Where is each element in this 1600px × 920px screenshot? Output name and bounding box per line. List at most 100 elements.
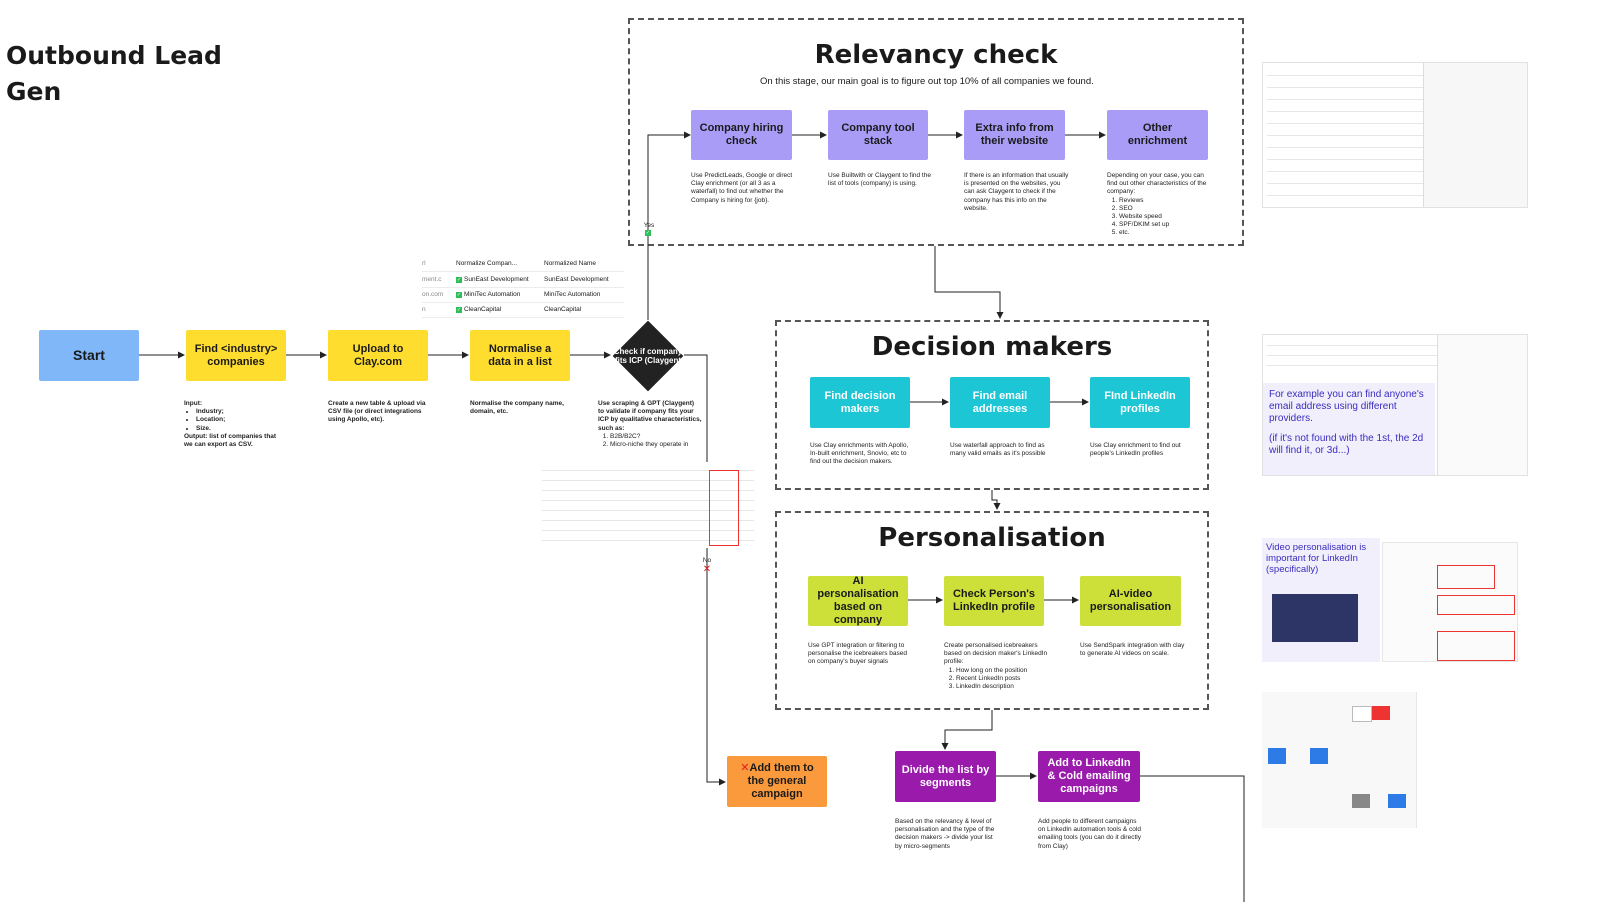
ai-video-desc: Use SendSpark integration with clay to g… (1080, 642, 1185, 658)
find-companies-desc-tail: Output: list of companies that we can ex… (184, 432, 277, 449)
divide-list-desc: Based on the relevancy & level of person… (895, 818, 995, 850)
other-enrichment-desc-head: Depending on your case, you can find out… (1107, 172, 1207, 196)
ai-video-node[interactable]: AI-video personalisation (1080, 576, 1181, 626)
no-marker: No ✕ (698, 557, 716, 575)
no-label: No (702, 557, 712, 564)
video-callout: Video personalisation is important for L… (1262, 538, 1380, 662)
find-linkedin-desc: Use Clay enrichment to find out people's… (1090, 442, 1181, 458)
normalize-table-screenshot: rl Normalize Compan... Normalized Name m… (422, 256, 624, 318)
highlight-column (709, 470, 739, 546)
upload-clay-node[interactable]: Upload to Clay.com (328, 330, 428, 381)
normalize-cell: MiniTec Automation (544, 291, 601, 298)
workflow-node (1352, 706, 1372, 722)
yes-label: Yes (643, 222, 655, 229)
no-cross-icon: ✕ (702, 564, 712, 575)
workflow-node (1388, 794, 1406, 808)
decision-makers-title: Decision makers (871, 332, 1113, 362)
normalize-cell: SunEast Development (464, 276, 529, 283)
general-campaign-node[interactable]: ✕Add them to the general campaign (727, 756, 827, 807)
find-email-node[interactable]: Find email addresses (950, 377, 1050, 428)
ai-personalisation-node[interactable]: AI personalisation based on company (808, 575, 908, 626)
find-companies-desc: Input: Industry; Location; Size. Output:… (184, 400, 284, 449)
check-icp-decision[interactable]: Check if company fits ICP (Claygent (612, 320, 684, 392)
normalize-cell: MiniTec Automation (464, 291, 521, 298)
find-companies-desc-item: Industry; (196, 408, 284, 416)
check-icp-desc-item: B2B/B2C? (610, 433, 702, 441)
check-icp-desc: Use scraping & GPT (Claygent) to validat… (598, 400, 702, 449)
relevancy-check-title: Relevancy check (814, 40, 1058, 70)
find-email-desc: Use waterfall approach to find as many v… (950, 442, 1046, 458)
tool-stack-node[interactable]: Company tool stack (828, 110, 928, 160)
find-decision-makers-node[interactable]: Find decision makers (810, 377, 910, 428)
campaign-workflow-thumbnail (1262, 692, 1528, 828)
other-enrichment-node[interactable]: Other enrichment (1107, 110, 1208, 160)
video-preview (1272, 594, 1358, 642)
tool-stack-desc: Use Builtwith or Claygent to find the li… (828, 172, 931, 188)
cell-details-thumbnail (1262, 62, 1528, 208)
icp-table-thumbnail (538, 462, 758, 548)
check-icon: ✓ (456, 292, 462, 298)
extra-info-node[interactable]: Extra info from their website (964, 110, 1065, 160)
other-enrichment-desc-item: SPF/DKIM set up (1119, 221, 1211, 229)
check-icon: ✓ (456, 307, 462, 313)
workflow-settings-panel (1416, 692, 1528, 828)
check-person-desc: Create personalised icebreakers based on… (944, 642, 1052, 691)
relevancy-check-section: Relevancy check On this stage, our main … (628, 18, 1244, 246)
normalise-desc: Normalise the company name, domain, etc. (470, 400, 564, 416)
rejected-cross-icon: ✕ (740, 762, 750, 774)
check-icp-label: Check if company fits ICP (Claygent (613, 346, 683, 366)
video-callout-text: Video personalisation is important for L… (1266, 542, 1367, 575)
add-linkedin-desc: Add people to different campaigns on Lin… (1038, 818, 1141, 850)
start-node[interactable]: Start (39, 330, 139, 381)
divide-list-node[interactable]: Divide the list by segments (895, 751, 996, 802)
cell-details-panel (1423, 63, 1527, 207)
normalise-node[interactable]: Normalise a data in a list (470, 330, 570, 381)
other-enrichment-desc-item: Reviews (1119, 197, 1211, 205)
yes-check-icon: ✓ (645, 230, 651, 236)
find-companies-desc-head: Input: (184, 400, 203, 407)
normalize-header-left: Normalize Compan... (456, 260, 518, 267)
check-person-desc-item: LinkedIn description (956, 683, 1052, 691)
upload-clay-desc: Create a new table & upload via CSV file… (328, 400, 426, 424)
normalize-table-row: ment.c ✓SunEast Development SunEast Deve… (422, 272, 624, 288)
check-person-desc-head: Create personalised icebreakers based on… (944, 642, 1048, 666)
check-icp-desc-head: Use scraping & GPT (Claygent) to validat… (598, 400, 702, 432)
normalize-table-header: rl Normalize Compan... Normalized Name (422, 256, 624, 272)
check-icp-desc-item: Micro-niche they operate in (610, 441, 702, 449)
workflow-node (1352, 794, 1370, 808)
other-enrichment-desc-item: SEO (1119, 205, 1211, 213)
workflow-node (1310, 748, 1328, 764)
other-enrichment-desc: Depending on your case, you can find out… (1107, 172, 1211, 238)
check-person-node[interactable]: Check Person's LinkedIn profile (944, 576, 1044, 626)
hiring-check-desc: Use PredictLeads, Google or direct Clay … (691, 172, 793, 204)
normalize-cell: CleanCapital (464, 306, 502, 313)
other-enrichment-desc-item: etc. (1119, 229, 1211, 237)
personalisation-section: Personalisation (775, 511, 1209, 710)
normalize-table-row: on.com ✓MiniTec Automation MiniTec Autom… (422, 287, 624, 303)
add-linkedin-node[interactable]: Add to LinkedIn & Cold emailing campaign… (1038, 751, 1140, 802)
find-linkedin-node[interactable]: FInd LinkedIn profiles (1090, 377, 1190, 428)
normalize-table-row: n ✓CleanCapital CleanCapital (422, 302, 624, 318)
yes-marker: Yes ✓ (640, 222, 658, 236)
decision-makers-section: Decision makers (775, 320, 1209, 490)
extra-info-desc: If there is an information that usually … (964, 172, 1069, 212)
ai-personalisation-desc: Use GPT integration or filtering to pers… (808, 642, 908, 666)
normalize-header-right: Normalized Name (544, 260, 597, 267)
workflow-node (1372, 706, 1390, 720)
check-person-desc-item: How long on the position (956, 667, 1052, 675)
find-companies-node[interactable]: Find <industry> companies (186, 330, 286, 381)
email-callout-line2: (if it's not found with the 1st, the 2d … (1269, 433, 1424, 456)
normalize-cell: CleanCapital (544, 306, 582, 313)
video-personalisation-thumbnail: Video personalisation is important for L… (1262, 538, 1518, 662)
work-email-panel (1437, 335, 1527, 475)
general-campaign-label: Add them to the general campaign (747, 762, 814, 800)
personalisation-title: Personalisation (878, 523, 1106, 553)
email-callout-line1: For example you can find anyone's email … (1269, 389, 1424, 424)
find-companies-desc-item: Location; (196, 416, 284, 424)
board-title: Outbound Lead Gen (6, 41, 222, 106)
check-person-desc-item: Recent LinkedIn posts (956, 675, 1052, 683)
hiring-check-node[interactable]: Company hiring check (691, 110, 792, 160)
video-settings-panel (1382, 542, 1518, 662)
find-decision-desc: Use Clay enrichments with Apollo, In-bui… (810, 442, 909, 466)
